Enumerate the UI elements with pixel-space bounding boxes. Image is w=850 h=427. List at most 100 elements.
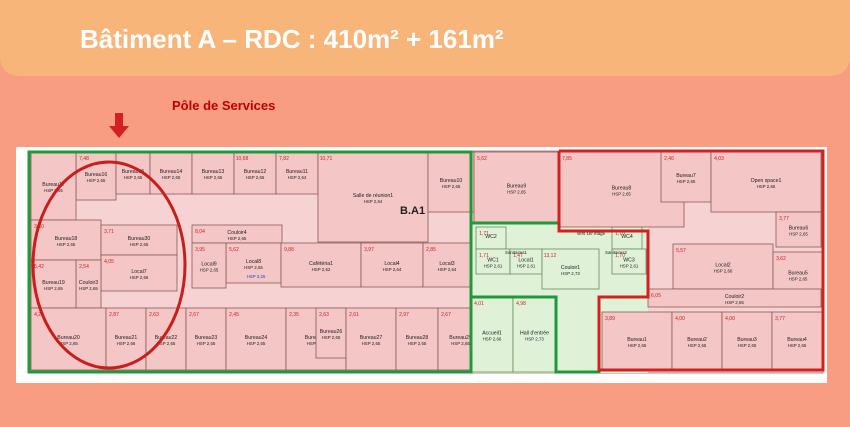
room-31 [470, 296, 514, 373]
room-area: 3,89 [605, 316, 615, 322]
room-name: Couloir2 [725, 294, 744, 300]
room-area: 10,71 [320, 156, 333, 162]
room-area: 4,01 [474, 301, 484, 307]
room-hsp: HSP 2,66 [714, 269, 733, 274]
room-name: Bureau30 [128, 236, 151, 242]
room-hsp: HSP 2,65 [246, 175, 265, 180]
room-hsp: HSP 2,65 [789, 277, 808, 282]
room-name: Bureau18 [55, 236, 78, 242]
room-name: Couloir1 [561, 265, 580, 271]
room-hsp: HSP 2,61 [517, 264, 536, 269]
room-area: 1,71 [479, 231, 489, 237]
room-hsp: HSP 2,65 [408, 341, 427, 346]
room-5 [275, 151, 319, 195]
room-name: Bureau26 [320, 329, 343, 335]
room-area: 7,48 [79, 156, 89, 162]
room-18 [280, 242, 362, 288]
room-hsp: HSP 2,65 [677, 179, 696, 184]
room-19 [360, 242, 424, 288]
room-name: Local3 [439, 261, 454, 267]
room-hsp: HSP 2,73 [525, 337, 544, 342]
room-name: WC4 [621, 234, 633, 240]
room-hsp: HSP 2,65 [228, 236, 247, 241]
room-hsp: HSP 2,65 [162, 175, 181, 180]
room-name: Couloir3 [79, 280, 98, 286]
room-area: 4,03 [714, 156, 724, 162]
room-name: Bureau12 [244, 169, 267, 175]
room-10 [30, 219, 102, 261]
room-name: Bureau19 [42, 280, 65, 286]
room-area: 2,46 [664, 156, 674, 162]
room-name: Local2 [715, 263, 730, 269]
room-name: Bureau17 [42, 182, 65, 188]
room-area: 2,67 [441, 312, 451, 318]
room-hsp: HSP 2,73 [561, 271, 580, 276]
room-area: 2,97 [399, 312, 409, 318]
room-hsp: HSP 2,65 [789, 232, 808, 237]
room-hsp: HSP 2,65 [244, 265, 263, 270]
room-hsp: HSP 2,65 [197, 341, 216, 346]
room-hsp: HSP 2,65 [124, 175, 143, 180]
room-name: Bureau1 [627, 337, 647, 343]
room-25 [225, 307, 287, 371]
room-48 [721, 311, 773, 371]
room-name: Bureau15 [122, 169, 145, 175]
room-name: Cafétéria1 [309, 261, 333, 267]
room-area: 5,62 [477, 156, 487, 162]
room-name: Local9 [201, 262, 216, 268]
room-area: 2,61 [349, 312, 359, 318]
room-area: 9,88 [284, 247, 294, 253]
room-hsp: HSP 2,65 [757, 184, 776, 189]
room-hsp: HSP 2,65 [44, 188, 63, 193]
room-area: 8,04 [195, 229, 205, 235]
room-name: Local7 [131, 269, 146, 275]
room-name: Bureau22 [155, 335, 178, 341]
room-area: 2,67 [189, 312, 199, 318]
room-name: Bureau8 [612, 186, 632, 192]
room-area: 5,42 [34, 264, 44, 270]
room-49 [771, 311, 823, 371]
room-47 [671, 311, 723, 371]
room-hsp: HSP 2,65 [451, 341, 470, 346]
room-29 [395, 307, 439, 371]
room-hsp: HSP 2,65 [130, 242, 149, 247]
room-area: 4,00 [725, 316, 735, 322]
room-area: 1,70 [615, 253, 625, 259]
room-46 [601, 311, 673, 371]
room-name: Bureau7 [676, 173, 696, 179]
room-hsp: HSP 2,66 [483, 337, 502, 342]
room-area: 2,63 [319, 312, 329, 318]
room-hsp: HSP 2,65 [57, 242, 76, 247]
room-area: 2,87 [109, 312, 119, 318]
room-name: Bureau21 [115, 335, 138, 341]
blue-hsp-label: HSP 3,26 [247, 274, 266, 279]
room-area: 3,71 [104, 229, 114, 235]
room-name: Bureau10 [440, 178, 463, 184]
room-name: Bureau9 [507, 184, 527, 190]
room-name: Bureau29 [449, 335, 472, 341]
sanitaires2-label: Sanitaires2 [605, 250, 628, 255]
room-name: Local4 [384, 261, 399, 267]
room-hsp: HSP 2,65 [87, 178, 106, 183]
room-area: 4,29 [34, 312, 44, 318]
room-hsp: HSP 2,65 [688, 343, 707, 348]
room-area: 6,05 [651, 293, 661, 299]
room-name: Open space1 [751, 178, 782, 184]
red-zone [557, 149, 825, 372]
title-banner: Bâtiment A – RDC : 410m² + 161m² [0, 0, 850, 76]
room-name: Bureau23 [195, 335, 218, 341]
room-area: 4,05 [104, 259, 114, 265]
room-name: Local8 [246, 259, 261, 265]
room-name: Local1 [518, 258, 533, 264]
room-area: 3,62 [776, 256, 786, 262]
room-area: 3,95 [195, 247, 205, 253]
room-name: Bureau6 [789, 226, 809, 232]
room-area: 5,57 [676, 248, 686, 254]
room-name: Bureau24 [245, 335, 268, 341]
room-area: 7,85 [562, 156, 572, 162]
room-20 [422, 242, 472, 288]
room-hsp: HSP 2,65 [79, 286, 98, 291]
room-32 [512, 296, 557, 373]
room-hsp: HSP 2,62 [312, 267, 331, 272]
room-name: Bureau13 [202, 169, 225, 175]
